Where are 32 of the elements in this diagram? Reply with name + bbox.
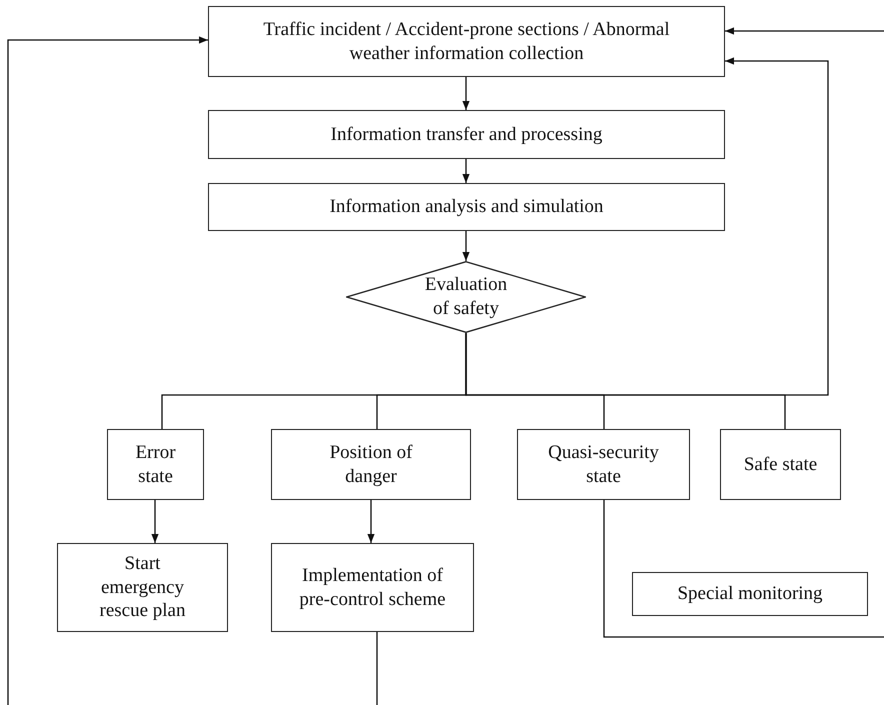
process-box — [271, 429, 471, 500]
diamond-shape — [346, 261, 586, 333]
process-box — [208, 110, 725, 159]
node-label: Quasi-security state — [547, 440, 660, 488]
connector-line — [603, 500, 884, 638]
arrow — [151, 500, 159, 543]
node-label: Evaluation of safety — [424, 273, 508, 321]
node-label: Error state — [134, 440, 177, 488]
node-label: Information analysis and simulation — [330, 195, 604, 219]
node-label: Special monitoring — [677, 582, 823, 606]
arrow — [465, 57, 829, 396]
arrow — [462, 77, 470, 110]
arrow — [725, 27, 884, 35]
arrow — [367, 500, 375, 543]
process-box — [57, 543, 228, 632]
connector-line — [376, 632, 378, 705]
node-label: Safe state — [744, 452, 818, 476]
node-label: Start emergency rescue plan — [98, 552, 186, 624]
process-box — [107, 429, 204, 500]
process-box — [720, 429, 841, 500]
node-label: Position of danger — [328, 440, 414, 488]
node-label: Implementation of pre-control scheme — [298, 564, 447, 612]
process-box — [632, 572, 868, 616]
process-box — [271, 543, 474, 632]
node-label: Information transfer and processing — [330, 122, 602, 146]
arrow — [7, 36, 208, 705]
process-box — [208, 183, 725, 231]
process-box — [208, 6, 725, 77]
arrow — [462, 159, 470, 183]
arrow — [462, 231, 470, 261]
node-label: Traffic incident / Accident-prone sections / Abnormal weather information collection — [262, 18, 671, 66]
process-box — [517, 429, 690, 500]
